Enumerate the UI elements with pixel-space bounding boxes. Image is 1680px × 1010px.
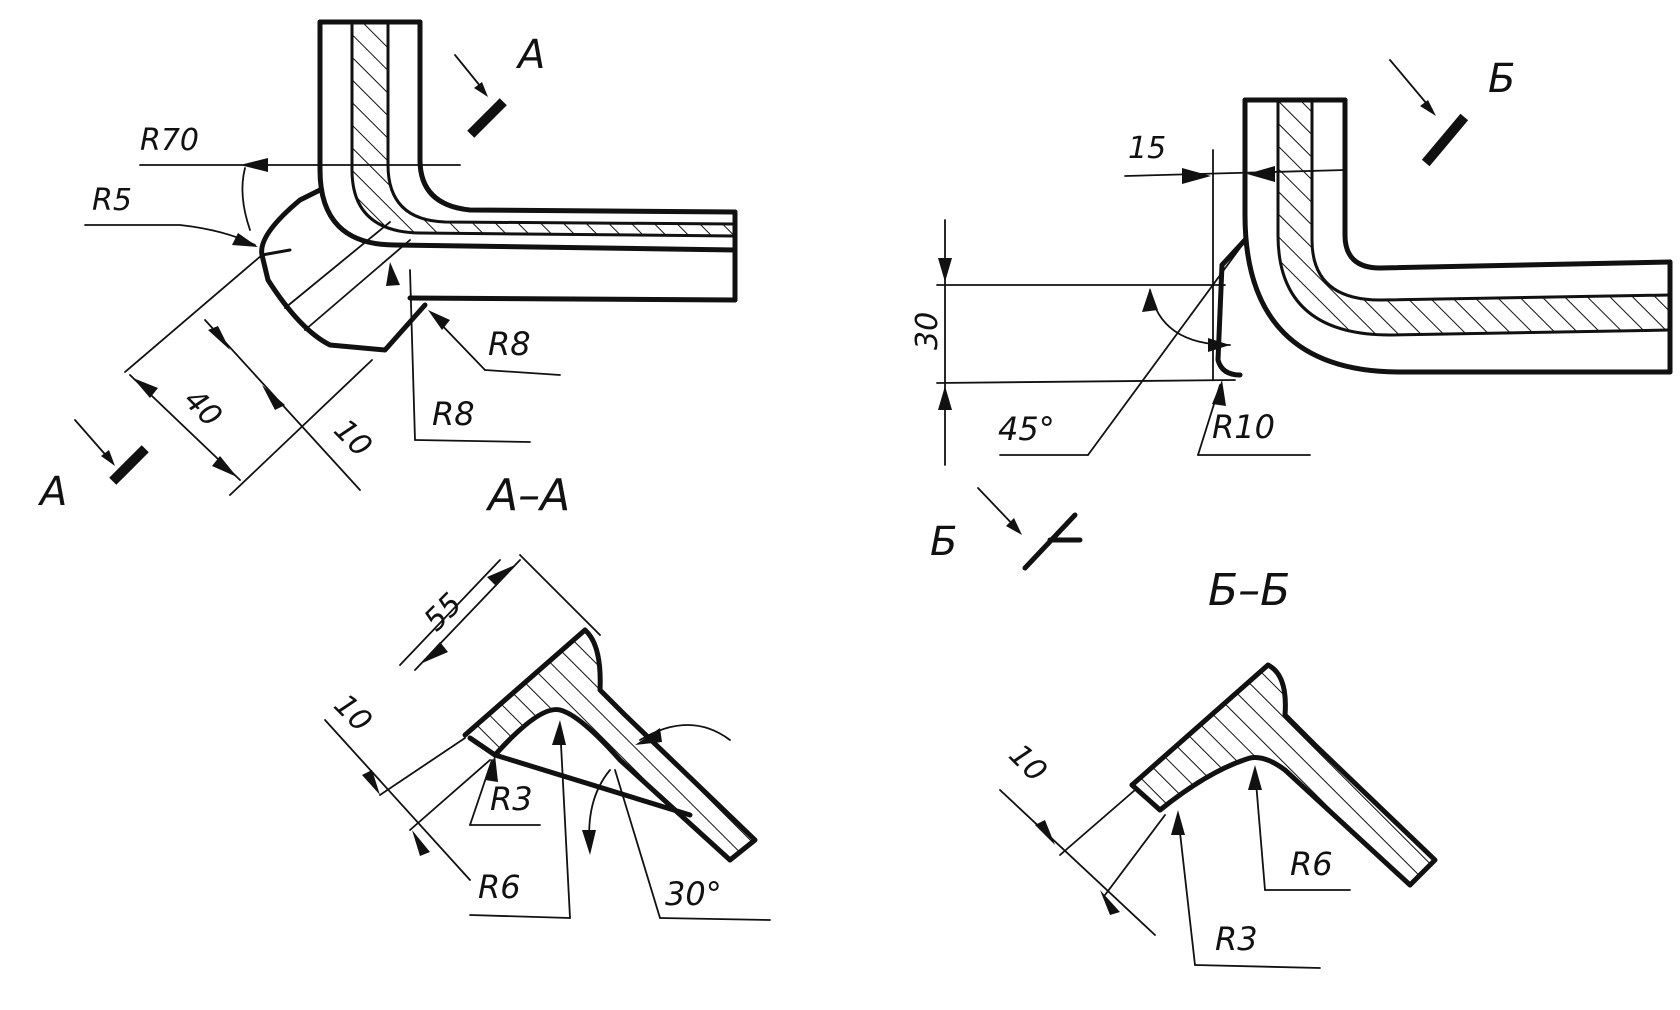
r3-aa-label: R3 xyxy=(490,780,533,818)
dim-30deg: 30° xyxy=(582,724,771,921)
section-b-title: Б–Б xyxy=(1208,565,1290,616)
view-a-profile xyxy=(259,19,738,353)
section-b-cut-bottom: Б xyxy=(930,487,1083,571)
view-b-profile xyxy=(1215,97,1673,378)
section-a-cut-bottom: А xyxy=(37,419,149,515)
section-b-mark: Б xyxy=(1488,56,1515,102)
r3-bb-label: R3 xyxy=(1215,920,1258,958)
section-a-mark-bottom: А xyxy=(37,469,67,515)
dim-10-left-label: 10 xyxy=(327,412,379,464)
section-b-b xyxy=(1129,662,1438,888)
r8-bottom-label: R8 xyxy=(432,395,475,433)
dim-40-10: 40 10 xyxy=(124,254,379,496)
r70-label: R70 xyxy=(140,123,199,158)
angle-30-label: 30° xyxy=(665,875,722,913)
dim-r10: R10 xyxy=(1197,380,1311,456)
section-a-title: А–А xyxy=(485,470,570,521)
dim-45: 45° xyxy=(998,247,1241,456)
dim-10-aa: 10 xyxy=(324,687,491,881)
dim-r8: R8 R8 xyxy=(386,262,561,443)
r5-label: R5 xyxy=(92,183,132,218)
dim-r3-r6-aa: R3 R6 xyxy=(469,720,571,919)
dim-10-bb: 10 xyxy=(999,737,1166,936)
dim-15-label: 15 xyxy=(1128,131,1166,166)
section-a-mark: А xyxy=(515,32,545,78)
section-a-cut-top: А xyxy=(454,32,545,138)
r6-bb-label: R6 xyxy=(1290,845,1333,883)
section-a-a xyxy=(462,627,758,863)
dim-55-label: 55 xyxy=(417,587,469,639)
angle-45-label: 45° xyxy=(998,410,1055,448)
r6-aa-label: R6 xyxy=(478,868,521,906)
dim-r5: R5 xyxy=(84,183,258,247)
dim-r6-r3-bb: R6 R3 xyxy=(1171,765,1351,969)
r10-label: R10 xyxy=(1212,408,1275,446)
dim-30-label: 30 xyxy=(910,312,945,350)
dim-r70: R70 xyxy=(139,123,461,231)
r8-top-label: R8 xyxy=(488,325,531,363)
section-b-cut-top: Б xyxy=(1389,56,1515,167)
section-b-mark-bottom: Б xyxy=(930,519,957,565)
dim-30: 30 xyxy=(910,219,1236,466)
dim-10-bb-label: 10 xyxy=(1002,737,1054,789)
